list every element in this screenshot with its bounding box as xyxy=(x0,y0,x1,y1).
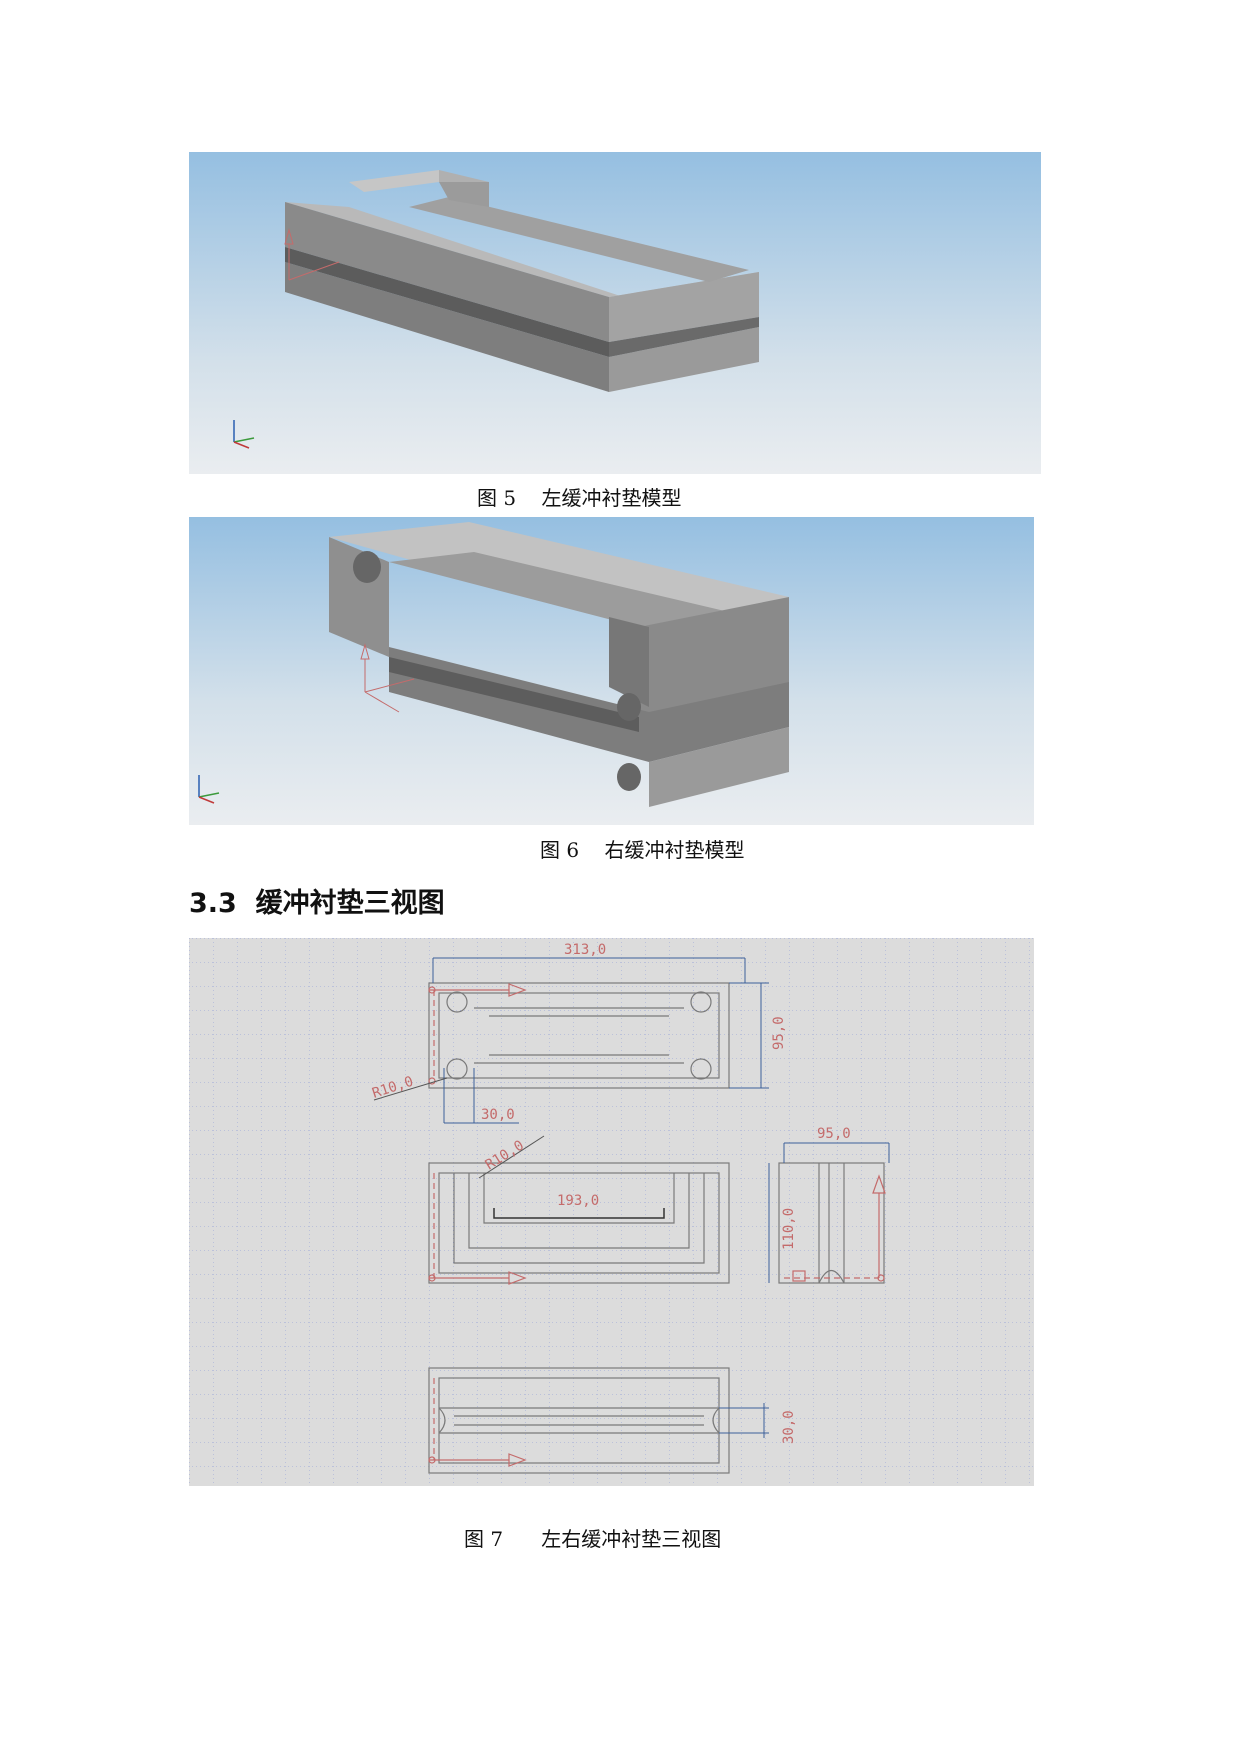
dim-inner-front: 193,0 xyxy=(557,1193,599,1209)
dim-width-side: 95,0 xyxy=(817,1126,851,1142)
figure-6-caption: 图 6 右缓冲衬垫模型 xyxy=(540,838,745,862)
figure-7-caption: 图 7 左右缓冲衬垫三视图 xyxy=(464,1527,722,1551)
figure-6-right-cushion-model xyxy=(189,517,1034,825)
figure-5-caption: 图 5 左缓冲衬垫模型 xyxy=(477,486,682,510)
dim-height-side: 110,0 xyxy=(781,1208,797,1250)
figure-7-three-view-drawing: 313,0 95,0 R10,0 30,0 R10,0 193,0 xyxy=(189,938,1034,1486)
dim-height-top: 95,0 xyxy=(771,1016,787,1050)
dim-width-top: 313,0 xyxy=(564,942,606,958)
section-heading: 3.3 缓冲衬垫三视图 xyxy=(189,888,445,919)
figure-5-left-cushion-model xyxy=(189,152,1041,474)
dim-slot-bottom: 30,0 xyxy=(781,1410,797,1444)
dim-offset-top: 30,0 xyxy=(481,1107,515,1123)
